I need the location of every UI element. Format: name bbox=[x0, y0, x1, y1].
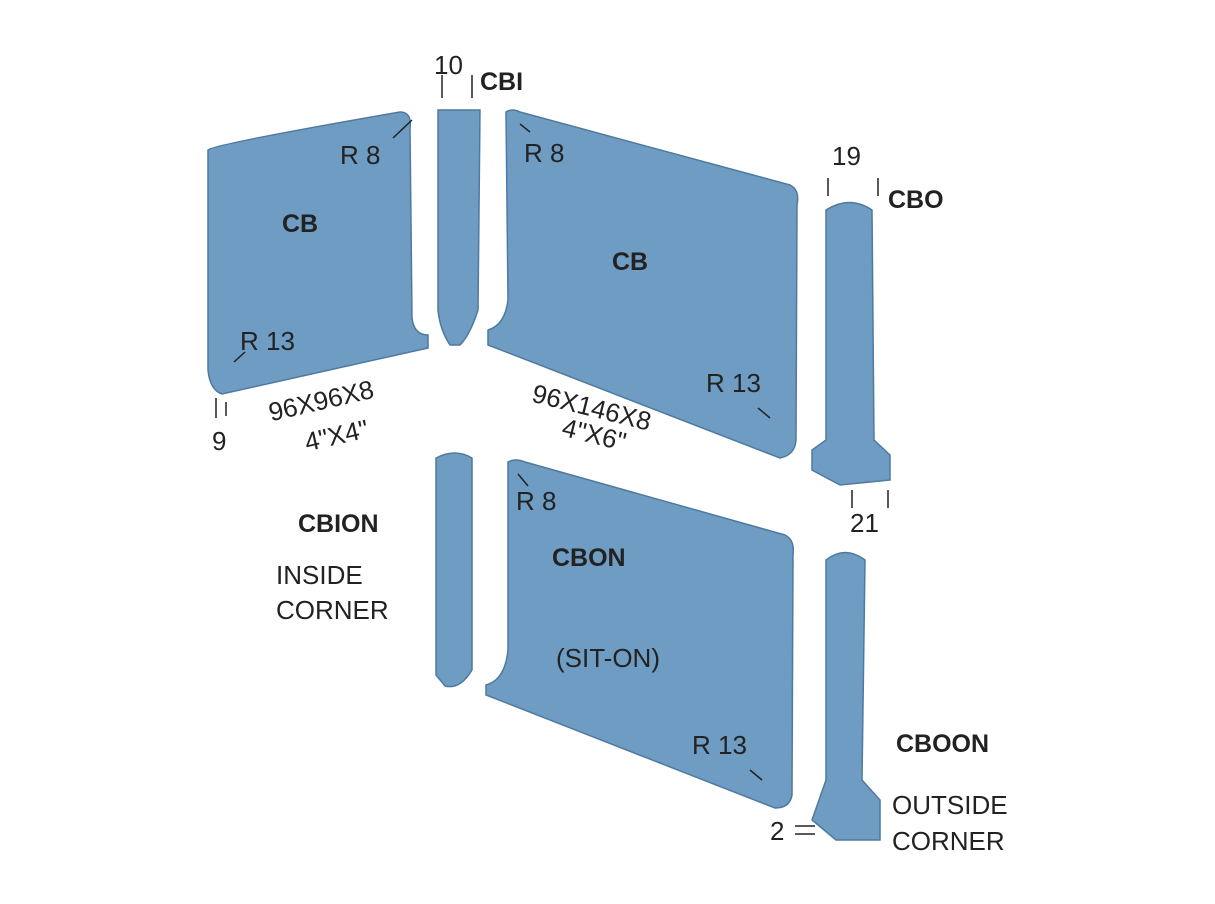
dim-2: 2 bbox=[770, 816, 785, 846]
dim-9: 9 bbox=[212, 426, 227, 456]
sit-on-text: (SIT-ON) bbox=[556, 643, 660, 673]
outside-text: OUTSIDE bbox=[892, 790, 1008, 820]
dim-19: 19 bbox=[832, 141, 861, 171]
cboon-corner bbox=[811, 551, 881, 841]
radius-r8: R 8 bbox=[340, 140, 381, 170]
cbon-tile bbox=[485, 459, 795, 809]
label-cbi: CBI bbox=[480, 68, 524, 96]
cb-large-tile bbox=[487, 109, 799, 459]
dim-21: 21 bbox=[850, 508, 879, 538]
radius-r8: R 8 bbox=[524, 138, 565, 168]
label-cb-small: CB bbox=[282, 210, 319, 238]
label-cboon: CBOON bbox=[896, 730, 990, 758]
radius-r13: R 13 bbox=[240, 326, 295, 356]
label-cbon: CBON bbox=[552, 544, 626, 572]
radius-r13: R 13 bbox=[692, 730, 747, 760]
radius-r13: R 13 bbox=[706, 368, 761, 398]
cbo-corner bbox=[811, 201, 891, 486]
inside-text: INSIDE bbox=[276, 560, 363, 590]
cb-small-tile bbox=[207, 111, 429, 395]
outside-corner-text: CORNER bbox=[892, 826, 1005, 856]
dim-10: 10 bbox=[434, 50, 463, 80]
cbion-corner bbox=[435, 452, 473, 688]
inside-corner-text: CORNER bbox=[276, 595, 389, 625]
label-cbion: CBION bbox=[298, 510, 379, 538]
cbi-corner bbox=[437, 109, 481, 346]
label-cb-large: CB bbox=[612, 248, 649, 276]
radius-r8: R 8 bbox=[516, 486, 557, 516]
label-cbo: CBO bbox=[888, 186, 944, 214]
